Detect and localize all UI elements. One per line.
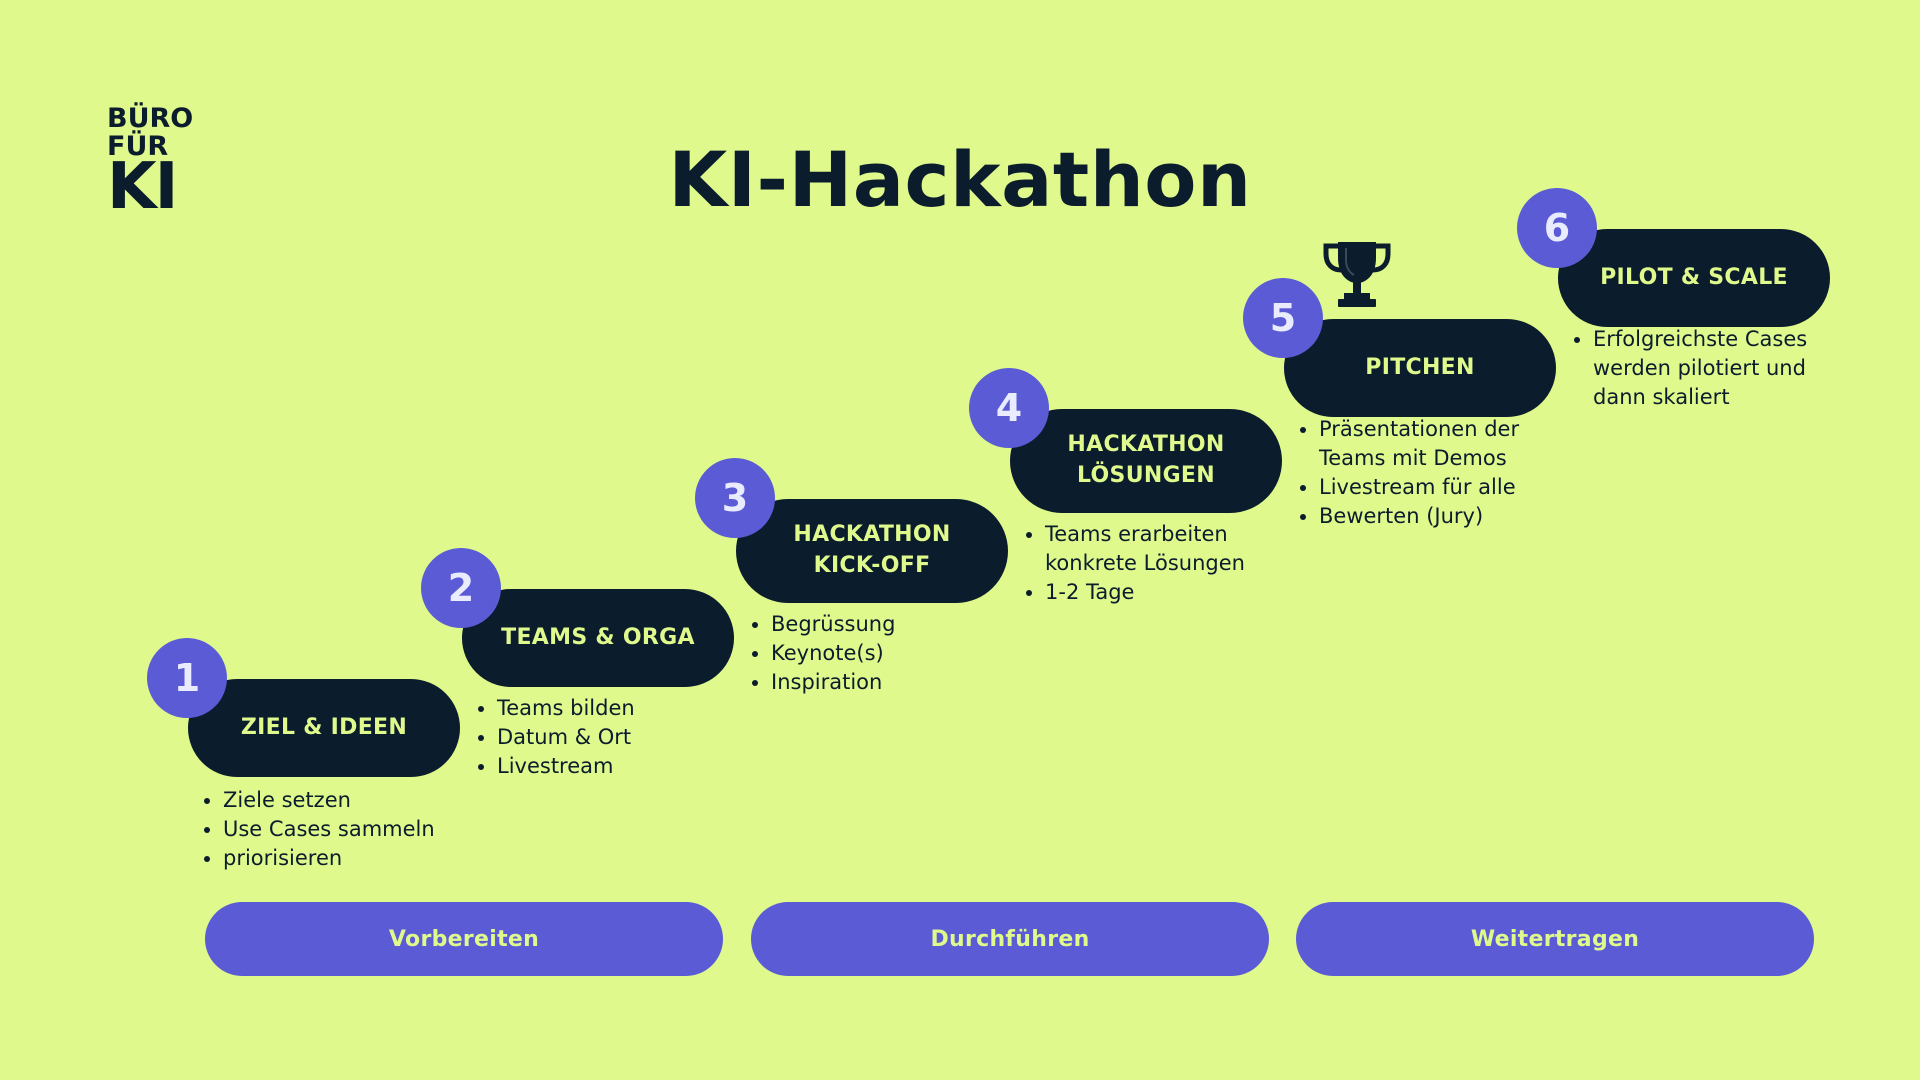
step-2-bullet: Teams bilden bbox=[497, 694, 757, 723]
step-3-number: 3 bbox=[721, 476, 749, 520]
step-4-bullet: 1-2 Tage bbox=[1045, 578, 1275, 607]
step-2-bullets: Teams bilden Datum & Ort Livestream bbox=[461, 694, 757, 781]
step-4-pill: HACKATHON LÖSUNGEN bbox=[1010, 409, 1282, 513]
step-3-bullet: Keynote(s) bbox=[771, 639, 1031, 668]
step-1-bullet: Use Cases sammeln bbox=[223, 815, 523, 844]
step-6-number: 6 bbox=[1543, 206, 1571, 250]
phase-durchfuehren: Durchführen bbox=[751, 902, 1269, 976]
step-5-number: 5 bbox=[1269, 296, 1297, 340]
phase-label: Weitertragen bbox=[1470, 926, 1640, 952]
step-5-bullet: Bewerten (Jury) bbox=[1319, 502, 1559, 531]
logo-line-2: FÜR bbox=[107, 131, 169, 162]
step-5-pill: PITCHEN bbox=[1284, 319, 1556, 417]
step-1-bullet: priorisieren bbox=[223, 844, 523, 873]
step-2-bullet: Livestream bbox=[497, 752, 757, 781]
step-4-label: HACKATHON LÖSUNGEN bbox=[1067, 432, 1225, 488]
step-6-label: PILOT & SCALE bbox=[1600, 264, 1788, 290]
trophy-icon bbox=[1323, 242, 1391, 307]
step-4-bullet: Teams erarbeiten konkrete Lösungen bbox=[1045, 520, 1275, 578]
step-1-label: ZIEL & IDEEN bbox=[240, 714, 408, 740]
step-2-pill: TEAMS & ORGA bbox=[462, 589, 734, 687]
step-5-bullet: Präsentationen der Teams mit Demos bbox=[1319, 415, 1559, 473]
step-6-pill: PILOT & SCALE bbox=[1558, 229, 1830, 327]
step-3-bullet: Begrüssung bbox=[771, 610, 1031, 639]
step-3-number-badge: 3 bbox=[695, 458, 775, 538]
step-5-number-badge: 5 bbox=[1243, 278, 1323, 358]
step-4-number-badge: 4 bbox=[969, 368, 1049, 448]
step-3-label: HACKATHON KICK-OFF bbox=[793, 522, 951, 578]
step-6-number-badge: 6 bbox=[1517, 188, 1597, 268]
phase-label: Durchführen bbox=[930, 926, 1090, 952]
step-6-bullet: Erfolgreichste Cases werden pilotiert un… bbox=[1593, 325, 1843, 412]
step-2-number-badge: 2 bbox=[421, 548, 501, 628]
step-5-bullets: Präsentationen der Teams mit Demos Lives… bbox=[1283, 415, 1559, 531]
step-1-bullet: Ziele setzen bbox=[223, 786, 523, 815]
step-4-bullets: Teams erarbeiten konkrete Lösungen 1-2 T… bbox=[1009, 520, 1275, 607]
page-title: KI-Hackathon bbox=[668, 135, 1252, 224]
step-6-bullets: Erfolgreichste Cases werden pilotiert un… bbox=[1557, 325, 1843, 412]
step-5-bullet: Livestream für alle bbox=[1319, 473, 1559, 502]
step-3-bullets: Begrüssung Keynote(s) Inspiration bbox=[735, 610, 1031, 697]
step-5-label: PITCHEN bbox=[1365, 354, 1475, 380]
step-1-number-badge: 1 bbox=[147, 638, 227, 718]
phase-label: Vorbereiten bbox=[388, 926, 540, 952]
step-4-number: 4 bbox=[995, 386, 1023, 430]
step-2-bullet: Datum & Ort bbox=[497, 723, 757, 752]
step-1-pill: ZIEL & IDEEN bbox=[188, 679, 460, 777]
phase-weitertragen: Weitertragen bbox=[1296, 902, 1814, 976]
logo-line-3: KI bbox=[107, 150, 178, 224]
step-1-number: 1 bbox=[173, 656, 201, 700]
step-3-pill: HACKATHON KICK-OFF bbox=[736, 499, 1008, 603]
step-3-bullet: Inspiration bbox=[771, 668, 1031, 697]
logo-line-1: BÜRO bbox=[107, 103, 194, 134]
step-2-number: 2 bbox=[447, 566, 475, 610]
logo: BÜRO FÜR KI bbox=[107, 103, 194, 224]
phase-vorbereiten: Vorbereiten bbox=[205, 902, 723, 976]
step-2-label: TEAMS & ORGA bbox=[501, 624, 695, 650]
step-1-bullets: Ziele setzen Use Cases sammeln priorisie… bbox=[187, 786, 523, 873]
